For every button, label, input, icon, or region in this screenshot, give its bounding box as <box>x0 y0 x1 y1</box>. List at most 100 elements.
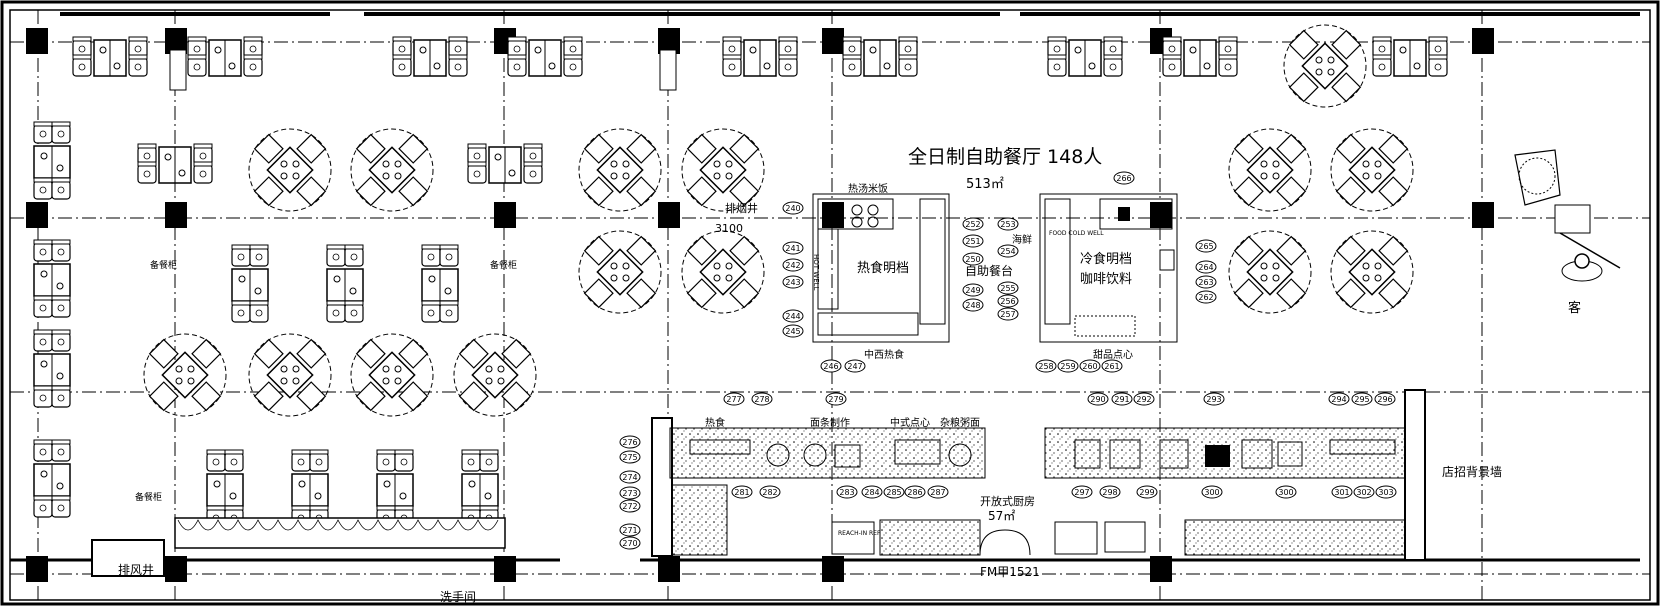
tag-290: 290 <box>1087 392 1109 406</box>
tag-243: 243 <box>782 275 804 289</box>
structural-columns <box>26 28 1494 582</box>
tag-245: 245 <box>782 324 804 338</box>
smoke-shaft-label: 排烟井 <box>725 201 758 215</box>
open-kitchen: 热食 面条制作 中式点心 杂粮粥面 开放式厨房 57㎡ FM甲1521 店招背景… <box>651 389 1502 579</box>
tag-281: 281 <box>731 485 753 499</box>
tag-262: 262 <box>1195 290 1217 304</box>
tag-278: 278 <box>751 392 773 406</box>
tag-303: 303 <box>1375 485 1397 499</box>
svg-text:253: 253 <box>1000 220 1015 229</box>
tag-294: 294 <box>1328 392 1350 406</box>
exhaust-label: 排风井 <box>118 563 154 577</box>
tag-299: 299 <box>1136 485 1158 499</box>
svg-text:252: 252 <box>965 220 980 229</box>
tag-296: 296 <box>1374 392 1396 406</box>
tag-241: 241 <box>782 241 804 255</box>
hot-soup-rice-label: 热汤米饭 <box>848 182 888 195</box>
tag-263: 263 <box>1195 275 1217 289</box>
svg-text:298: 298 <box>1102 488 1117 497</box>
tag-275: 275 <box>619 450 641 464</box>
tag-257: 257 <box>997 307 1019 321</box>
tag-246: 246 <box>820 359 842 373</box>
dessert-label: 甜品点心 <box>1093 348 1133 361</box>
svg-text:296: 296 <box>1377 395 1392 404</box>
svg-text:242: 242 <box>785 261 800 270</box>
svg-text:292: 292 <box>1136 395 1151 404</box>
pantry3-label: 备餐柜 <box>135 491 162 503</box>
main-title: 全日制自助餐厅 148人 <box>908 146 1102 168</box>
tag-256: 256 <box>997 294 1019 308</box>
tag-266: 266 <box>1113 171 1135 185</box>
tag-244: 244 <box>782 309 804 323</box>
tag-255: 255 <box>997 281 1019 295</box>
tag-279: 279 <box>825 392 847 406</box>
tag-287: 287 <box>927 485 949 499</box>
tag-283: 283 <box>836 485 858 499</box>
svg-text:258: 258 <box>1038 362 1053 371</box>
tag-249: 249 <box>962 283 984 297</box>
svg-text:279: 279 <box>828 395 843 404</box>
chinese-pastry-label: 中式点心 <box>890 416 930 429</box>
svg-text:287: 287 <box>930 488 945 497</box>
dining-tables <box>127 112 1430 549</box>
seafood-label: 海鲜 <box>1012 233 1032 246</box>
svg-text:295: 295 <box>1354 395 1369 404</box>
tag-284: 284 <box>861 485 883 499</box>
svg-text:250: 250 <box>965 255 980 264</box>
svg-text:283: 283 <box>839 488 854 497</box>
tag-270: 270 <box>619 536 641 550</box>
svg-text:243: 243 <box>785 278 800 287</box>
tag-258: 258 <box>1035 359 1057 373</box>
tag-253: 253 <box>997 217 1019 231</box>
handwash-label: 洗手间 <box>440 590 476 604</box>
tag-254: 254 <box>997 244 1019 258</box>
svg-text:244: 244 <box>785 312 800 321</box>
host-area: 客 <box>1514 149 1621 316</box>
svg-text:303: 303 <box>1378 488 1393 497</box>
svg-text:294: 294 <box>1331 395 1346 404</box>
tag-259: 259 <box>1057 359 1079 373</box>
svg-text:281: 281 <box>734 488 749 497</box>
tag-240: 240 <box>782 201 804 215</box>
svg-text:271: 271 <box>622 526 637 535</box>
rice-porridge-label: 杂粮粥面 <box>940 416 980 429</box>
svg-text:297: 297 <box>1074 488 1089 497</box>
cold-food-open-label: 冷食明档 <box>1080 251 1132 267</box>
pantry2-label: 备餐柜 <box>490 259 517 271</box>
tag-295: 295 <box>1351 392 1373 406</box>
svg-text:241: 241 <box>785 244 800 253</box>
tag-292: 292 <box>1133 392 1155 406</box>
svg-text:272: 272 <box>622 502 637 511</box>
cn-west-hot-label: 中西热食 <box>864 348 904 361</box>
tag-286: 286 <box>904 485 926 499</box>
kitchen-area-label: 57㎡ <box>988 509 1015 523</box>
svg-text:284: 284 <box>864 488 879 497</box>
svg-text:251: 251 <box>965 237 980 246</box>
svg-text:262: 262 <box>1198 293 1213 302</box>
svg-text:240: 240 <box>785 204 800 213</box>
food-cold-well-label: FOOD COLD WELL <box>1049 230 1104 237</box>
svg-text:259: 259 <box>1060 362 1075 371</box>
tag-300: 300 <box>1275 485 1297 499</box>
tag-250: 250 <box>962 252 984 266</box>
svg-text:255: 255 <box>1000 284 1015 293</box>
tag-297: 297 <box>1071 485 1093 499</box>
svg-text:274: 274 <box>622 473 637 482</box>
tag-252: 252 <box>962 217 984 231</box>
svg-text:273: 273 <box>622 489 637 498</box>
shaft-area-label: 3100 <box>715 222 743 235</box>
svg-text:300: 300 <box>1204 488 1219 497</box>
fm-door-label: FM甲1521 <box>980 565 1040 579</box>
svg-text:254: 254 <box>1000 247 1015 256</box>
svg-text:264: 264 <box>1198 263 1213 272</box>
tag-248: 248 <box>962 298 984 312</box>
svg-text:282: 282 <box>762 488 777 497</box>
tag-293: 293 <box>1203 392 1225 406</box>
tag-301: 301 <box>1331 485 1353 499</box>
area-label: 513㎡ <box>966 177 1004 192</box>
svg-text:257: 257 <box>1000 310 1015 319</box>
tag-272: 272 <box>619 499 641 513</box>
buffet-counter-label: 自助餐台 <box>965 263 1013 278</box>
svg-text:278: 278 <box>754 395 769 404</box>
